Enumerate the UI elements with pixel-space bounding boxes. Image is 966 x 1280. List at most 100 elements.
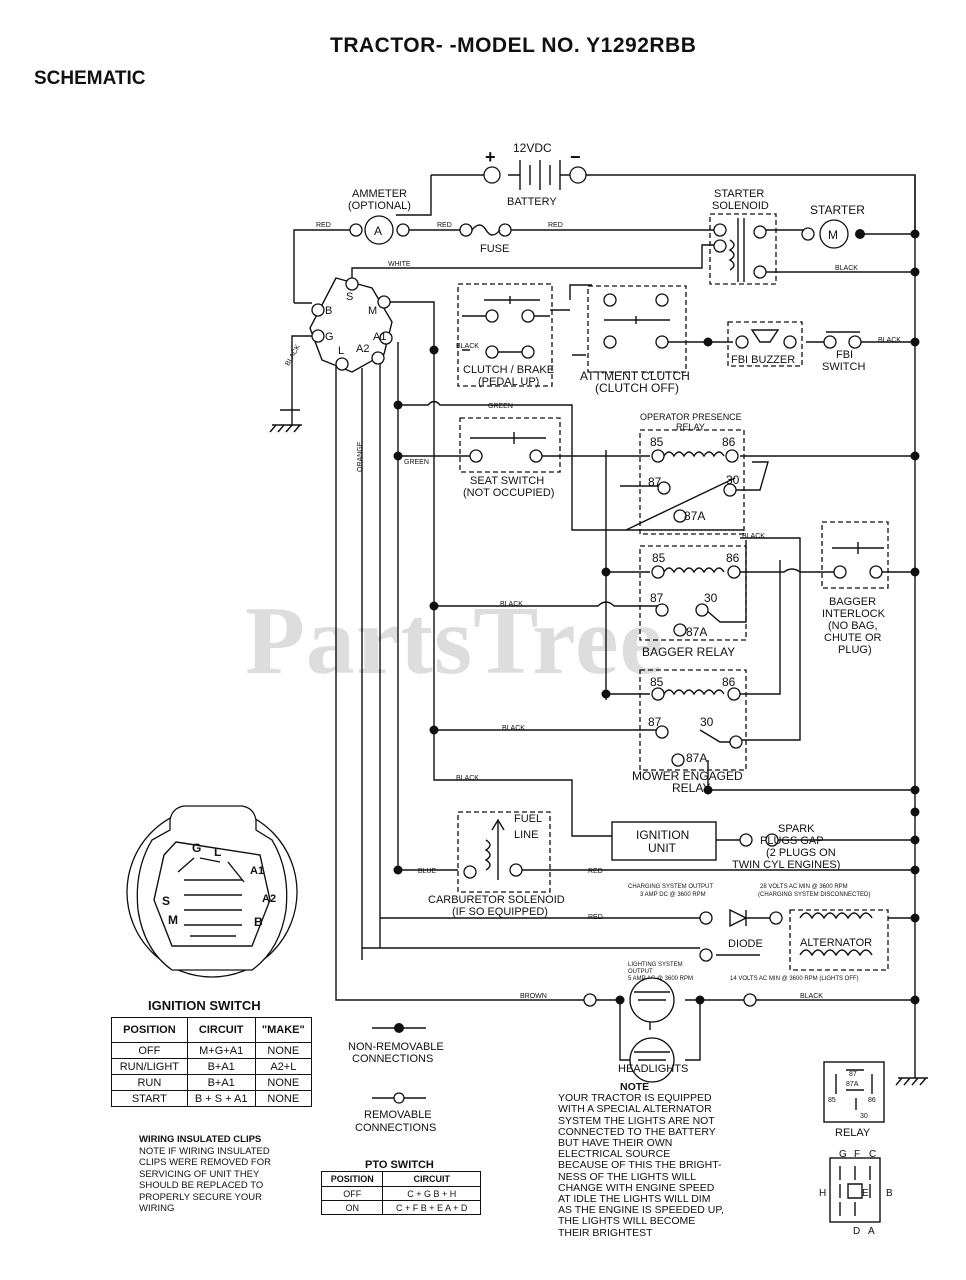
diagram-label: GREEN xyxy=(404,459,429,466)
diagram-label: E xyxy=(862,1188,869,1199)
table-cell: ON xyxy=(320,1200,384,1215)
table-cell: B+A1 xyxy=(186,1074,256,1091)
diagram-label: (PEDAL UP) xyxy=(478,376,539,388)
diagram-label: 85 xyxy=(828,1097,836,1104)
diagram-label: SWITCH xyxy=(822,361,865,373)
ign-col-circuit: CIRCUIT xyxy=(186,1017,256,1043)
diagram-label: 87 xyxy=(648,715,662,729)
note-line: CLIPS WERE REMOVED FOR xyxy=(139,1157,271,1168)
diagram-label: 87A xyxy=(684,509,705,523)
legend-removable: REMOVABLE xyxy=(364,1109,432,1121)
diagram-label: 14 VOLTS AC MIN @ 3600 RPM (LIGHTS OFF) xyxy=(730,976,859,982)
fbi-buzzer: FBI BUZZER xyxy=(703,321,803,367)
switch-s: S xyxy=(162,894,170,908)
diagram-label: 86 xyxy=(722,435,736,449)
ammeter: A AMMETER (OPTIONAL) RED RED xyxy=(316,188,452,245)
diagram-label: BLUE xyxy=(418,868,437,875)
note-line: BECAUSE OF THIS THE BRIGHT- xyxy=(558,1159,722,1172)
bagger-relay: 85 86 87 30 87A BAGGER RELAY BLACK xyxy=(500,545,747,659)
battery-plus-label: + xyxy=(485,147,496,167)
diagram-label: 30 xyxy=(704,591,718,605)
ignition-term-a2: A2 xyxy=(356,343,369,355)
diode-label: DIODE xyxy=(728,938,763,950)
table-cell: A2+L xyxy=(254,1058,313,1075)
table-cell: RUN xyxy=(111,1074,188,1091)
diagram-label: C xyxy=(869,1149,876,1160)
pto-connector: G F C H E B D A xyxy=(819,1149,893,1237)
ign-col-make: "MAKE" xyxy=(254,1017,313,1043)
wiring-clips-note: WIRING INSULATED CLIPS NOTE IF WIRING IN… xyxy=(139,1134,299,1215)
diagram-label: BLACK xyxy=(742,533,765,540)
ammeter-optional-label: (OPTIONAL) xyxy=(348,200,411,212)
attachment-clutch-switch: ATT'MENT CLUTCH (CLUTCH OFF) xyxy=(580,285,690,395)
diagram-label: (CLUTCH OFF) xyxy=(595,381,679,395)
diagram-label: BLACK xyxy=(456,775,479,782)
table-cell: NONE xyxy=(254,1090,313,1107)
note-line: NESS OF THE LIGHTS WILL xyxy=(558,1170,697,1183)
diagram-label: 87 xyxy=(849,1071,857,1078)
mower-relay-label: MOWER ENGAGED xyxy=(632,769,743,783)
diagram-label: CONNECTIONS xyxy=(355,1122,436,1134)
ignition-unit-label: IGNITION xyxy=(636,828,689,842)
diagram-title: TRACTOR- -MODEL NO. Y1292RBB xyxy=(330,34,697,57)
diagram-label: (IF SO EQUIPPED) xyxy=(452,906,548,918)
diagram-subtitle: SCHEMATIC xyxy=(34,68,146,89)
fuse-label: FUSE xyxy=(480,243,509,255)
diagram-label: 87A xyxy=(846,1081,859,1088)
table-cell: OFF xyxy=(111,1042,188,1059)
starter-solenoid-label: STARTER xyxy=(714,188,764,200)
fuel-line-label: FUEL xyxy=(514,813,542,825)
diagram-label: (2 PLUGS ON xyxy=(766,847,836,859)
battery-label: BATTERY xyxy=(507,196,557,208)
bagger-interlock: BAGGER INTERLOCK (NO BAG, CHUTE OR PLUG) xyxy=(821,521,889,656)
note-line: AS THE ENGINE IS SPEEDED UP, xyxy=(558,1204,724,1217)
ignition-term-s: S xyxy=(346,291,353,303)
diagram-label: UNIT xyxy=(648,841,677,855)
note-line: THE LIGHTS WILL BECOME xyxy=(558,1215,696,1228)
note-line: ELECTRICAL SOURCE xyxy=(558,1148,671,1161)
alternator-label: ALTERNATOR xyxy=(800,937,872,949)
fbi-switch-label: FBI xyxy=(836,349,853,361)
diagram-label: G xyxy=(839,1149,847,1160)
diagram-label: 86 xyxy=(726,551,740,565)
table-cell: C + F B + E A + D xyxy=(382,1200,481,1215)
charging-output-label: CHARGING SYSTEM OUTPUT xyxy=(628,884,713,890)
diagram-label: TWIN CYL ENGINES) xyxy=(732,859,840,871)
diagram-label: 87 xyxy=(648,475,662,489)
note-line: YOUR TRACTOR IS EQUIPPED xyxy=(558,1092,712,1105)
seat-switch: SEAT SWITCH (NOT OCCUPIED) GREEN GREEN xyxy=(404,403,561,499)
diagram-label: (NO BAG, xyxy=(828,620,878,632)
table-cell: B+A1 xyxy=(186,1058,256,1075)
spark-plugs: SPARK PLUGS GAP (2 PLUGS ON TWIN CYL ENG… xyxy=(732,823,840,871)
note-line: CONNECTED TO THE BATTERY xyxy=(558,1125,716,1138)
operator-presence-relay: OPERATOR PRESENCE RELAY 85 86 87 30 87A … xyxy=(639,412,765,540)
diagram-label: 5 AMP AC @ 3600 RPM xyxy=(628,976,693,982)
diagram-label: 85 xyxy=(652,551,666,565)
ignition-term-a1: A1 xyxy=(373,331,386,343)
switch-a2: A2 xyxy=(262,893,276,905)
note-line: WITH A SPECIAL ALTERNATOR xyxy=(558,1103,712,1116)
diagram-label: RED xyxy=(588,868,603,875)
diagram-label: 28 VOLTS AC MIN @ 3600 RPM xyxy=(760,884,848,890)
note-line: CHANGE WITH ENGINE SPEED xyxy=(558,1181,715,1194)
ignition-switch-table: POSITION CIRCUIT "MAKE" OFF M+G+A1 NONE … xyxy=(111,1017,313,1107)
clutch-brake-switch: BLACK CLUTCH / BRAKE (PEDAL UP) xyxy=(456,283,554,388)
headlights: HEADLIGHTS BROWN BLACK xyxy=(520,977,823,1083)
operator-presence-relay-label: OPERATOR PRESENCE xyxy=(640,412,742,422)
diagram-label: 87A xyxy=(686,751,707,765)
diagram-label: OUTPUT xyxy=(628,969,653,975)
diagram-label: D xyxy=(853,1226,860,1237)
table-cell: C + G B + H xyxy=(382,1186,481,1201)
diagram-label: A xyxy=(868,1226,875,1237)
note-heading: WIRING INSULATED CLIPS xyxy=(139,1134,262,1145)
table-row: OFF M+G+A1 NONE xyxy=(111,1042,313,1059)
ammeter-label: AMMETER xyxy=(352,188,407,200)
starter-motor: M STARTER BLACK xyxy=(801,203,865,272)
diagram-label: H xyxy=(819,1188,826,1199)
fuse: FUSE RED xyxy=(459,222,563,255)
note-line: SERVICING OF UNIT THEY xyxy=(139,1168,260,1180)
pto-col-circuit: CIRCUIT xyxy=(382,1171,481,1187)
ammeter-symbol: A xyxy=(374,224,382,238)
diagram-label: RED xyxy=(437,222,452,229)
